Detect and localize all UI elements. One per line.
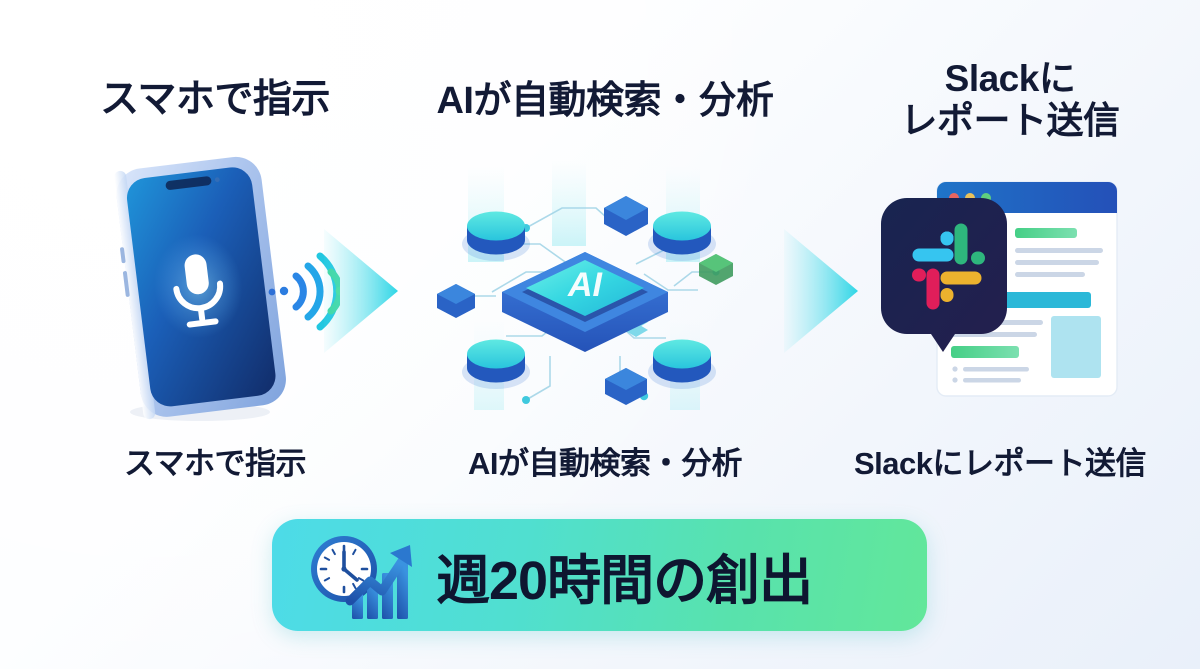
network-node	[462, 339, 530, 389]
hex-connector	[437, 284, 475, 318]
step-1-heading: スマホで指示	[100, 78, 330, 121]
banner-text: 週20時間の創出	[436, 550, 813, 611]
ai-chip-network-illustration: AI	[430, 160, 740, 425]
step-1-caption: スマホで指示	[123, 446, 307, 481]
result-banner: 週20時間の創出	[272, 519, 927, 631]
network-node	[648, 339, 716, 389]
ai-chip: AI	[502, 252, 668, 352]
slack-report-icon	[881, 181, 1118, 397]
ai-chip-network-icon: AI	[437, 160, 733, 410]
flow-arrow-1	[322, 225, 400, 357]
network-node	[648, 211, 716, 261]
slack-logo	[912, 223, 985, 310]
network-node	[462, 211, 530, 261]
slack-report-illustration	[865, 168, 1130, 423]
step-3-heading: Slackに レポート送信	[900, 58, 1121, 142]
hex-connector	[699, 254, 733, 285]
hex-connector	[604, 196, 648, 236]
clock-growth-chart-icon	[311, 536, 412, 619]
step-2-caption: AIが自動検索・分析	[468, 446, 743, 481]
flow-arrow-2	[782, 225, 860, 357]
flow-arrow-right-icon	[784, 229, 858, 353]
smartphone-voice-illustration	[100, 150, 345, 425]
ai-chip-label: AI	[567, 266, 604, 304]
smartphone-voice-icon	[114, 156, 345, 421]
slack-bubble	[881, 198, 1007, 352]
hex-connector	[605, 368, 647, 405]
growth-chart	[345, 545, 412, 619]
step-2-heading: AIが自動検索・分析	[436, 80, 774, 122]
flow-arrow-right-icon	[324, 229, 398, 353]
step-3-caption: Slackにレポート送信	[853, 446, 1147, 481]
